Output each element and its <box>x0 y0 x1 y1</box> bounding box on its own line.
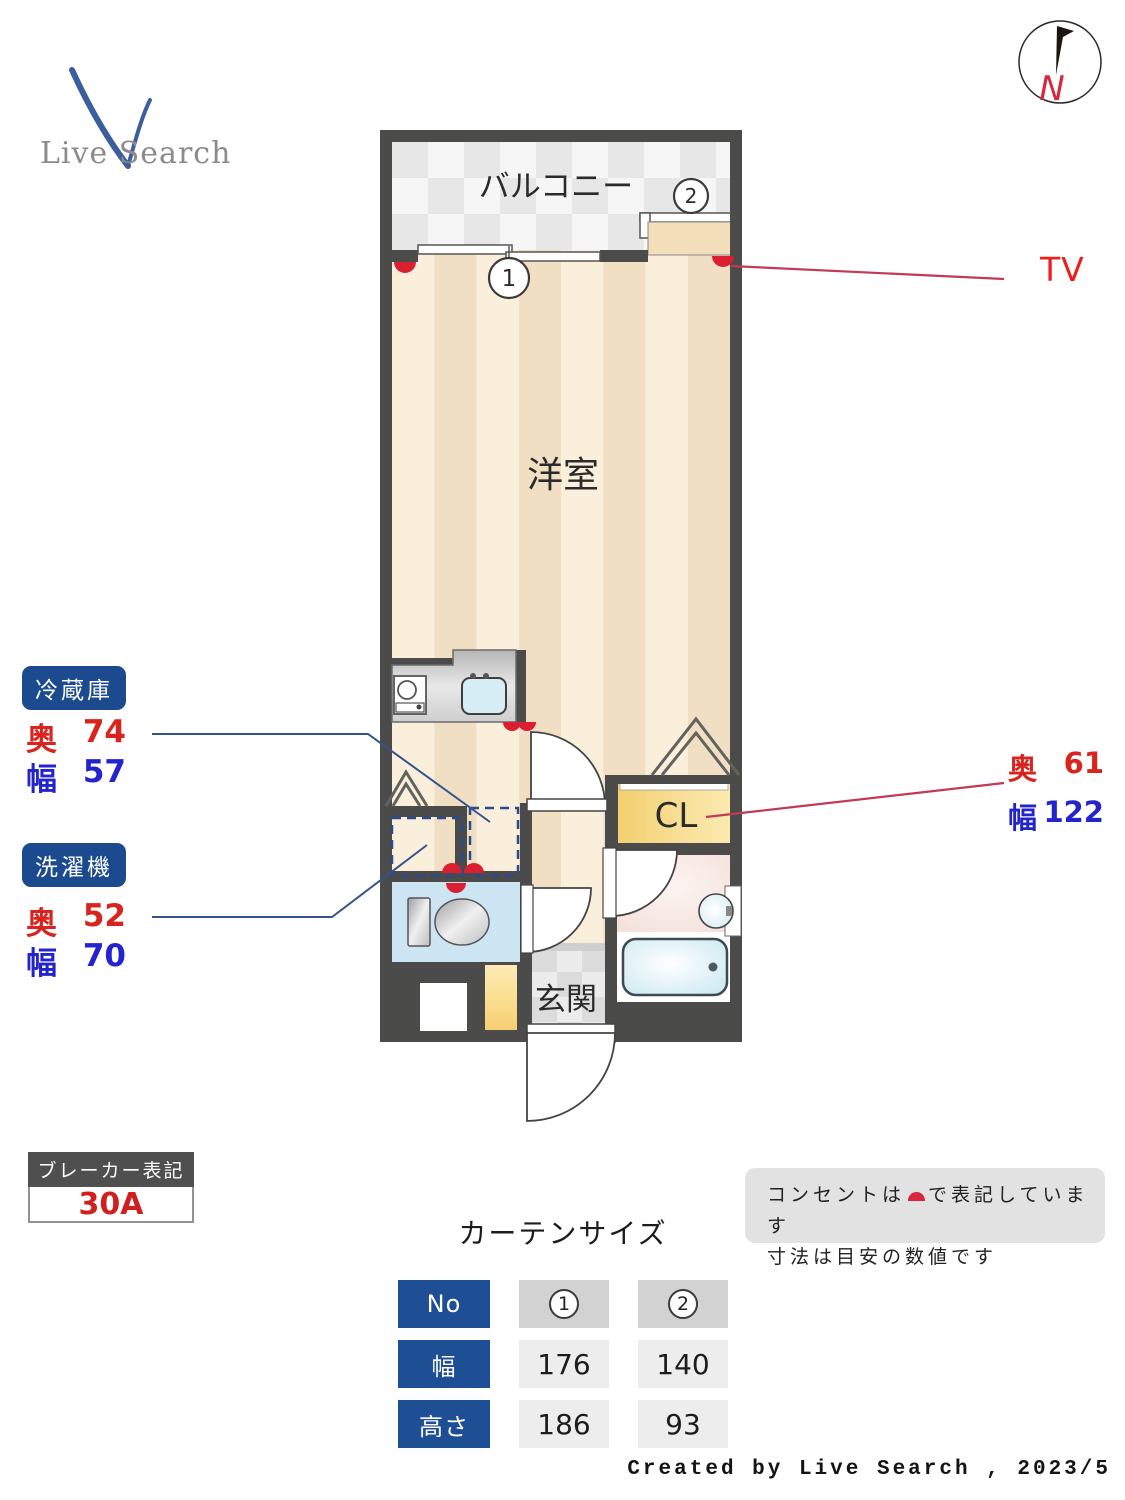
bath-sink <box>698 885 742 937</box>
note-line-1: コンセントはで表記しています <box>767 1180 1105 1242</box>
fridge-depth-label: 奥 <box>26 722 57 758</box>
closet-width-label: 幅 <box>1008 801 1038 835</box>
door-entrance <box>526 1023 616 1122</box>
entrance-floor <box>532 951 605 1030</box>
window-1 <box>417 244 601 262</box>
stove <box>393 675 427 715</box>
curtain-table: No 1 2 幅 176 140 高さ 186 93 <box>398 1280 728 1448</box>
curtain-row-header-width: 幅 <box>398 1340 490 1388</box>
marker-1-number: 1 <box>502 266 517 292</box>
closet-width-value: 122 <box>1043 795 1104 829</box>
note-box: コンセントはで表記しています 寸法は目安の数値です <box>745 1168 1105 1268</box>
bathroom-slab <box>617 1002 730 1030</box>
kitchen-sink <box>461 673 507 715</box>
leader-line-washer <box>152 844 428 918</box>
curtain-col2-header: 2 <box>638 1280 728 1328</box>
closet-label: CL <box>655 796 698 836</box>
main-room-label: 洋室 <box>527 455 599 496</box>
washer-title: 洗濯機 <box>35 855 113 881</box>
fridge-width-label: 幅 <box>26 762 57 798</box>
refrigerator-dashed-area <box>468 806 520 878</box>
closet-depth-value: 61 <box>1063 746 1104 780</box>
folding-door-icon-closet <box>650 716 741 776</box>
marker-2-number: 2 <box>685 184 698 208</box>
door-main-room <box>526 731 608 812</box>
curtain-table-title: カーテンサイズ <box>458 1217 668 1250</box>
curtain-row-header-height: 高さ <box>398 1400 490 1448</box>
curtain-col2-marker: 2 <box>668 1289 698 1319</box>
note-line1-pre: コンセントは <box>767 1184 906 1206</box>
fridge-label-box: 冷蔵庫 <box>22 666 126 710</box>
curtain-height-2: 93 <box>638 1400 728 1448</box>
outlet-icon <box>394 262 416 273</box>
logo-checkmark-icon <box>69 67 152 169</box>
window-marker-2: 2 <box>672 177 710 215</box>
curtain-width-2: 140 <box>638 1340 728 1388</box>
outlet-icon <box>464 863 484 873</box>
shoe-box <box>485 965 517 1030</box>
credit-text: Created by Live Search , 2023/5 <box>627 1458 1111 1481</box>
tv-label: TV <box>1040 250 1085 289</box>
leader-line-tv <box>730 264 1005 281</box>
closet-sill <box>619 782 729 791</box>
curtain-height-1: 186 <box>519 1400 609 1448</box>
door-toilet <box>520 884 592 954</box>
logo-text: Live Search <box>40 136 232 171</box>
leader-line-fridge <box>152 733 491 823</box>
closet-width-row: 幅 122 <box>1008 795 1104 837</box>
leader-line-closet <box>705 781 1005 819</box>
fridge-title: 冷蔵庫 <box>35 678 113 704</box>
curtain-width-1: 176 <box>519 1340 609 1388</box>
pipe-shaft <box>420 983 467 1031</box>
window-marker-1: 1 <box>487 246 531 300</box>
note-line-2: 寸法は目安の数値です <box>767 1246 998 1268</box>
closet-depth-row: 奥 61 <box>1008 746 1104 788</box>
outlet-icon <box>442 863 462 873</box>
north-arrow-icon <box>1056 26 1074 75</box>
closet-dims: 奥 61 幅 122 <box>1008 746 1104 837</box>
closet-depth-label: 奥 <box>1008 752 1038 786</box>
fridge-width-row: 幅 57 <box>26 754 126 799</box>
outlet-icon <box>518 722 536 731</box>
washer-width-value: 70 <box>82 938 126 974</box>
curtain-row-header-no: No <box>398 1280 490 1328</box>
curtain-col1-marker: 1 <box>549 1289 579 1319</box>
outlet-icons <box>394 256 734 893</box>
fridge-width-value: 57 <box>82 754 126 790</box>
washer-depth-row: 奥 52 <box>26 898 126 943</box>
breaker-title: ブレーカー表記 <box>28 1152 194 1187</box>
entrance-step <box>532 943 605 951</box>
breaker-box: ブレーカー表記 30A <box>28 1152 194 1223</box>
note-line1-post: で表記しています <box>767 1184 1089 1237</box>
bathtub <box>621 937 729 997</box>
washer-width-row: 幅 70 <box>26 938 126 983</box>
washer-dashed-area <box>390 816 464 878</box>
curtain-col1-header: 1 <box>519 1280 609 1328</box>
breaker-value: 30A <box>28 1187 194 1223</box>
washer-depth-value: 52 <box>82 898 126 934</box>
north-label: N <box>1039 69 1064 109</box>
outlet-icon <box>712 256 734 267</box>
balcony-label: バルコニー <box>479 169 633 205</box>
washer-label-box: 洗濯機 <box>22 843 126 887</box>
closet <box>618 783 730 843</box>
compass: N <box>1018 20 1102 109</box>
outlet-legend-icon <box>908 1192 926 1201</box>
folding-door-icon-left <box>384 769 429 807</box>
outlet-icon <box>446 883 466 893</box>
fridge-depth-value: 74 <box>82 714 126 750</box>
window-2 <box>639 212 738 256</box>
fridge-depth-row: 奥 74 <box>26 714 126 759</box>
outlet-icon <box>503 722 521 731</box>
door-bathroom <box>602 847 678 919</box>
toilet-fixture <box>407 897 490 947</box>
entrance-label: 玄関 <box>535 982 597 1018</box>
washer-depth-label: 奥 <box>26 906 57 942</box>
washer-width-label: 幅 <box>26 946 57 982</box>
